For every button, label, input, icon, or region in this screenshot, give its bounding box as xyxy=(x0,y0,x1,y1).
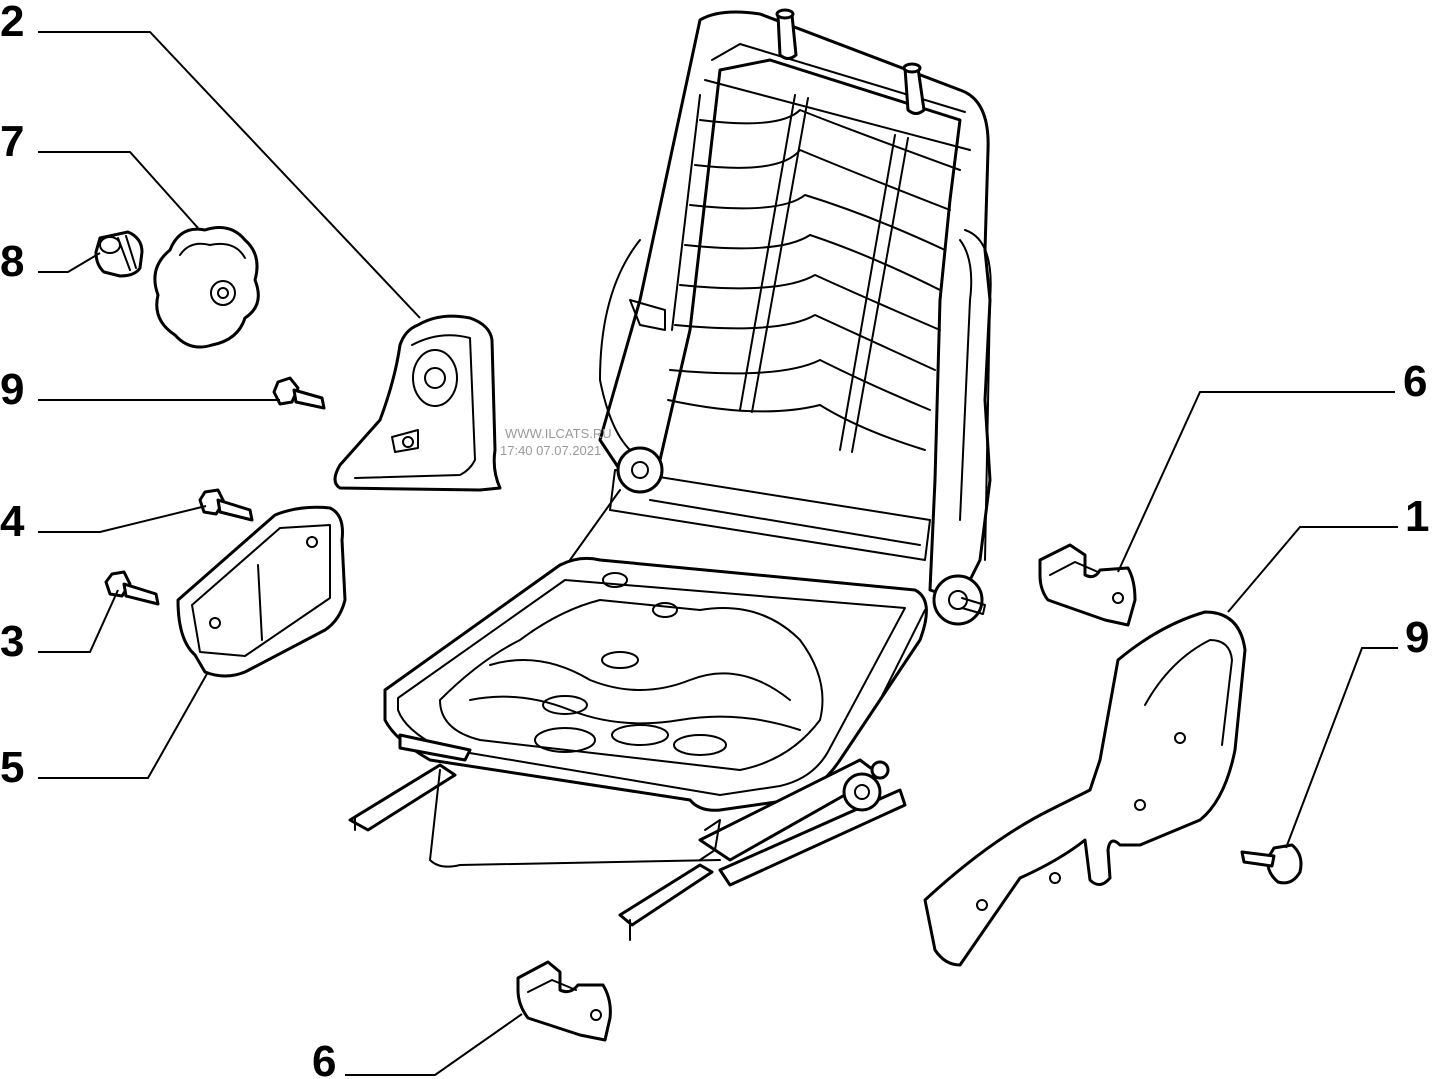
callout-2: 2 xyxy=(0,0,24,46)
part-6-clip-lower xyxy=(516,960,612,1042)
callout-7: 7 xyxy=(0,117,24,166)
callout-3: 3 xyxy=(0,617,24,666)
callout-6-lower: 6 xyxy=(312,1037,336,1079)
leader-lines xyxy=(38,31,1398,1076)
callout-6-upper: 6 xyxy=(1403,357,1427,406)
seat-back-frame xyxy=(598,8,992,602)
watermark: WWW.ILCATS.RU 17:40 07.07.2021 xyxy=(500,426,612,458)
callout-9-lower: 9 xyxy=(1405,613,1429,662)
part-2-trim-cover xyxy=(333,314,502,492)
part-4-screw xyxy=(198,488,254,522)
callout-8: 8 xyxy=(0,237,24,286)
part-1-outer-trim xyxy=(923,610,1247,967)
seat-rails xyxy=(348,733,907,941)
callout-9-upper: 9 xyxy=(0,365,24,414)
part-3-screw xyxy=(104,570,160,606)
watermark-line-2: 17:40 07.07.2021 xyxy=(500,443,601,458)
part-8-cap xyxy=(94,230,144,278)
part-9-screw-lower xyxy=(1240,843,1303,885)
callout-4: 4 xyxy=(0,497,25,546)
part-9-screw-upper xyxy=(272,376,326,410)
watermark-line-1: WWW.ILCATS.RU xyxy=(505,426,612,441)
seat-cushion-frame xyxy=(383,446,986,812)
callout-1: 1 xyxy=(1405,492,1429,541)
callout-5: 5 xyxy=(0,743,24,792)
part-5-cover-plate xyxy=(176,505,347,678)
part-7-knob xyxy=(153,226,260,349)
part-6-clip-upper xyxy=(1038,543,1137,627)
